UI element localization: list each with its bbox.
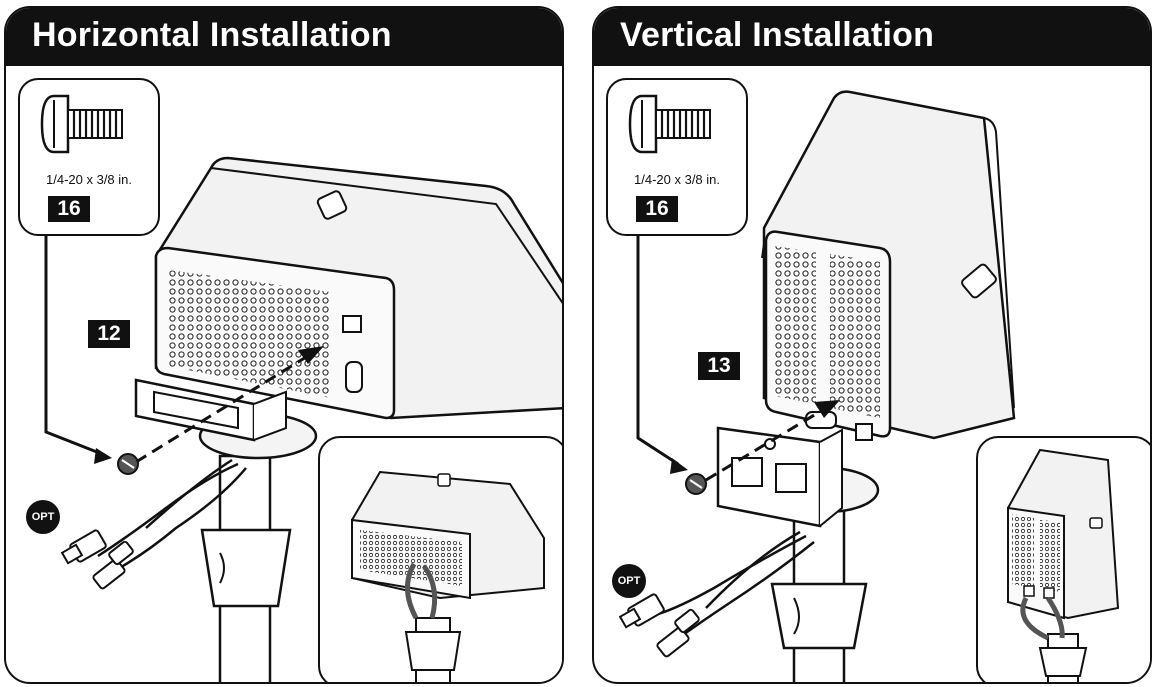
optional-badge: OPT [26, 500, 60, 534]
screw-icon [40, 94, 123, 154]
ethernet-connector-icon [618, 593, 665, 629]
arrow-head [814, 400, 840, 418]
screw-icon [685, 473, 707, 495]
detail-inset [976, 436, 1150, 682]
leader-line [44, 236, 103, 456]
panel-frame: Horizontal Installation [4, 6, 564, 684]
arrow-head [298, 346, 324, 364]
ethernet-connector-icon [60, 529, 107, 565]
bracket-part-label: 12 [88, 320, 130, 348]
horizontal-installation-illustration [44, 156, 562, 682]
top-slot [316, 190, 348, 220]
panel-vertical-installation: Vertical Installation [592, 6, 1152, 684]
ethernet-port [855, 423, 873, 441]
hardware-callout: 1/4-20 x 3/8 in. 16 [606, 78, 748, 236]
stand-pole [770, 496, 868, 682]
bracket-part-label: 13 [698, 352, 740, 380]
assembly-arrow [135, 352, 312, 464]
panel-header: Horizontal Installation [6, 8, 562, 66]
speaker-horizontal [154, 156, 562, 420]
panel-title: Vertical Installation [620, 16, 935, 54]
power-port [345, 361, 363, 393]
panel-frame: Vertical Installation [592, 6, 1152, 684]
hardware-spec: 1/4-20 x 3/8 in. [634, 172, 720, 187]
power-port [805, 411, 837, 429]
side-slot [961, 263, 997, 299]
hardware-callout: 1/4-20 x 3/8 in. 16 [18, 78, 160, 236]
detail-inset [318, 436, 562, 682]
panel-horizontal-installation: Horizontal Installation [4, 6, 564, 684]
detail-inset-illustration [1007, 448, 1120, 682]
stand-pole [200, 454, 292, 682]
panel-title: Horizontal Installation [32, 16, 392, 54]
cables [657, 530, 815, 642]
vertical-installation-illustration [618, 90, 1016, 682]
panel-header: Vertical Installation [594, 8, 1150, 66]
speaker-vertical [761, 90, 1016, 441]
optional-badge: OPT [612, 564, 646, 598]
detail-inset-illustration [351, 470, 545, 682]
hardware-spec: 1/4-20 x 3/8 in. [46, 172, 132, 187]
assembly-arrow [705, 406, 827, 482]
ethernet-port [342, 315, 362, 333]
screw-icon [628, 94, 711, 154]
leader-line [636, 236, 679, 466]
power-connector-icon [92, 540, 134, 590]
power-connector-icon [656, 608, 700, 658]
hardware-quantity-label: 16 [636, 196, 678, 222]
cables [97, 458, 247, 572]
hardware-quantity-label: 16 [48, 196, 90, 222]
screw-icon [117, 453, 139, 475]
